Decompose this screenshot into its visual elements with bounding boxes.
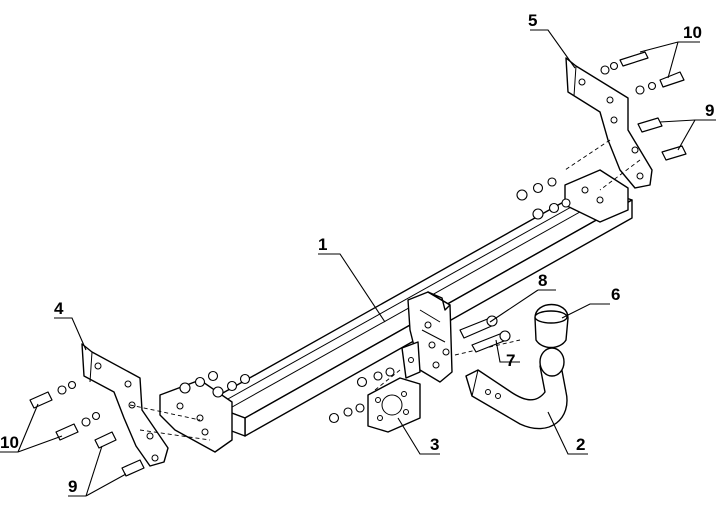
label-part-8: 8	[538, 271, 547, 290]
tow-ball-neck	[465, 347, 568, 430]
label-part-1: 1	[318, 235, 327, 254]
left-bolts-10	[29, 380, 101, 441]
right-beam-nuts	[516, 177, 571, 220]
label-part-9-right: 9	[705, 101, 714, 120]
label-part-2: 2	[576, 435, 585, 454]
label-part-10-left: 10	[0, 433, 19, 452]
label-part-6: 6	[611, 285, 620, 304]
label-part-9-left: 9	[68, 477, 77, 496]
leader-lines	[0, 29, 716, 497]
label-part-4: 4	[54, 299, 64, 318]
left-beam-nuts	[179, 370, 251, 398]
right-bolts-10	[600, 51, 685, 95]
socket-plate	[328, 367, 421, 433]
ball-cover	[534, 303, 569, 349]
center-bracket	[401, 291, 453, 383]
right-bolts-9	[637, 117, 687, 161]
right-side-bracket	[565, 57, 653, 189]
left-bolts-9	[94, 431, 145, 477]
towball-bolts	[459, 315, 511, 353]
left-side-bracket	[81, 343, 169, 467]
label-part-10-right: 10	[683, 23, 702, 42]
label-part-7: 7	[506, 351, 515, 370]
callout-labels: 1 5 10 9 4 10 9 8 7 6 3 2	[0, 11, 714, 496]
label-part-5: 5	[528, 11, 537, 30]
label-part-3: 3	[430, 435, 439, 454]
alignment-lines	[129, 139, 641, 441]
